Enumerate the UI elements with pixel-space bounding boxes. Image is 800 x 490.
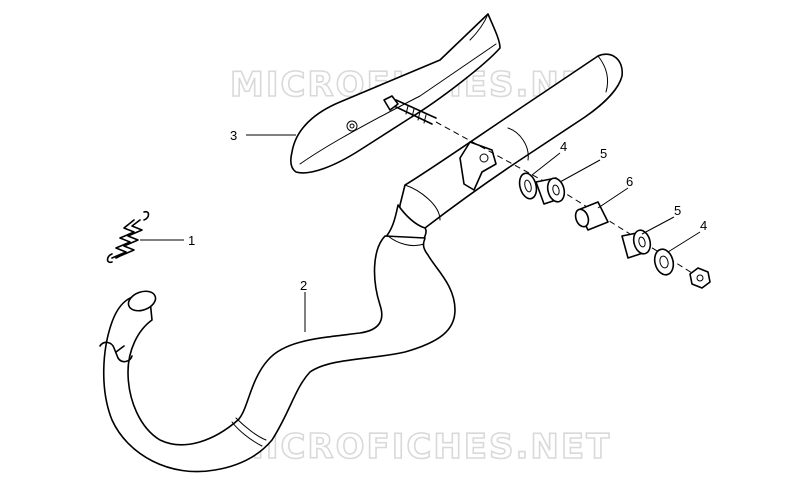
callout-3: 3: [230, 128, 237, 143]
callout-4a: 4: [560, 139, 567, 154]
leader-line-5b: [641, 216, 675, 235]
leader-line-4b: [667, 231, 701, 253]
spacer-part: [574, 201, 609, 231]
leader-line-4a: [531, 152, 561, 176]
leader-line-6: [597, 187, 629, 209]
spring-part: [106, 210, 150, 264]
heat-shield-part: [290, 13, 501, 174]
callout-1: 1: [188, 233, 195, 248]
callout-2: 2: [300, 278, 307, 293]
nut-part: [689, 267, 711, 289]
leader-line-5a: [559, 159, 601, 183]
washer-part-upper: [518, 172, 538, 200]
callout-5b: 5: [674, 203, 681, 218]
callout-4b: 4: [700, 218, 707, 233]
bolt-part: [383, 95, 437, 125]
bushing-part-upper: [535, 177, 566, 205]
exhaust-pipe-part: [99, 53, 623, 473]
watermark-bottom: MICROFICHES.NET: [230, 427, 611, 467]
washer-part-lower: [653, 248, 675, 276]
callout-5a: 5: [600, 146, 607, 161]
bushing-part-lower: [621, 229, 652, 259]
callout-6: 6: [626, 174, 633, 189]
